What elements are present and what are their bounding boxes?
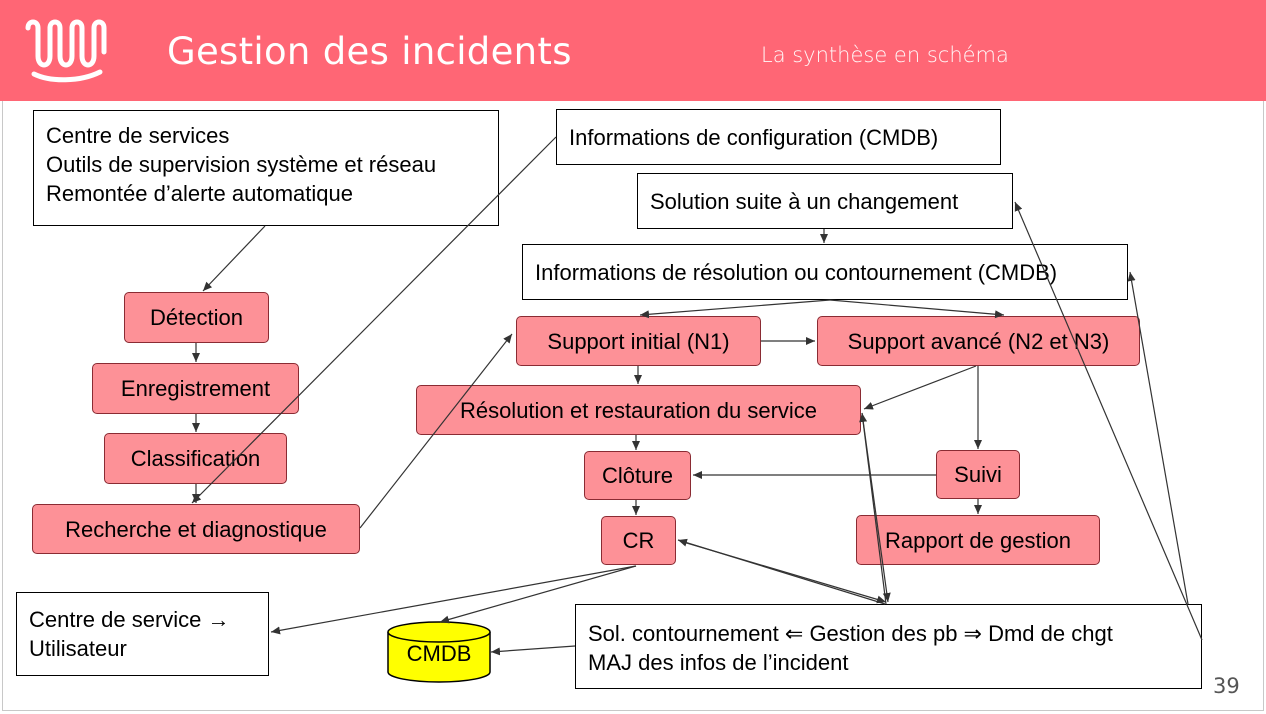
cmdb-cylinder-icon	[387, 621, 491, 683]
centre-utilisateur-line-1: Centre de service →	[29, 607, 230, 632]
rapport-label: Rapport de gestion	[885, 527, 1071, 553]
support-n2n3-box: Support avancé (N2 et N3)	[817, 316, 1140, 366]
cr-box: CR	[601, 516, 676, 565]
resolution-info-box: Informations de résolution ou contournem…	[522, 244, 1128, 300]
cloture-label: Clôture	[602, 463, 673, 488]
detection-label: Détection	[150, 305, 243, 330]
recherche-label: Recherche et diagnostique	[65, 516, 327, 542]
arrow-resolution-sol	[861, 412, 891, 603]
centre-utilisateur-box: Centre de service → Utilisateur	[16, 592, 269, 676]
arrow-resolution-info-n1	[639, 299, 831, 319]
centre-utilisateur-line-2: Utilisateur	[29, 636, 127, 661]
arrow-n2n3-resolution	[863, 365, 977, 410]
sources-box: Centre de services Outils de supervision…	[33, 110, 499, 226]
page-subtitle: La synthèse en schéma	[761, 43, 1009, 67]
suivi-box: Suivi	[936, 450, 1020, 499]
suivi-label: Suivi	[954, 462, 1002, 487]
resolution-info-label: Informations de résolution ou contournem…	[535, 259, 1058, 285]
classification-label: Classification	[130, 446, 261, 471]
arrow-sol-solution-change	[1014, 201, 1203, 641]
arrow-cr-centre	[270, 565, 637, 635]
cmdb-label: CMDB	[406, 641, 472, 666]
cloture-box: Clôture	[584, 451, 691, 500]
cr-label: CR	[622, 528, 655, 553]
solution-change-label: Solution suite à un changement	[650, 188, 959, 214]
arrow-recherche-support-n1	[359, 333, 513, 529]
recherche-box: Recherche et diagnostique	[32, 504, 360, 554]
support-n1-label: Support initial (N1)	[547, 328, 730, 354]
arrow-sources-detection	[202, 225, 266, 292]
slide-frame	[2, 101, 1264, 711]
sources-line-1: Centre de services	[46, 123, 230, 148]
page-title: Gestion des incidents	[167, 30, 572, 73]
sources-line-2: Outils de supervision système et réseau	[46, 152, 437, 177]
solution-change-box: Solution suite à un changement	[637, 173, 1013, 229]
support-n1-box: Support initial (N1)	[516, 316, 761, 366]
solution-contournement-line-2: MAJ des infos de l’incident	[588, 650, 849, 675]
resolution-box: Résolution et restauration du service	[416, 385, 861, 435]
rapport-box: Rapport de gestion	[856, 515, 1100, 565]
classification-box: Classification	[104, 433, 287, 484]
solution-contournement-line-1: Sol. contournement ⇐ Gestion des pb ⇒ Dm…	[588, 621, 1113, 646]
page-number: 39	[1213, 674, 1240, 698]
arrow-sol-cmdb	[490, 645, 576, 656]
arrow-cr-cmdb	[439, 565, 637, 624]
arrow-cr-sol	[679, 540, 887, 604]
resolution-label: Résolution et restauration du service	[459, 397, 818, 423]
wave-logo-icon	[25, 19, 107, 83]
arrow-config-recherche	[191, 136, 557, 504]
detection-box: Détection	[124, 292, 269, 343]
arrow-resolution-info-n2n3	[829, 299, 1005, 319]
arrow-sol-resolution-info	[1127, 271, 1189, 605]
config-info-box: Informations de configuration (CMDB)	[556, 109, 1001, 165]
sources-line-3: Remontée d’alerte automatique	[46, 181, 353, 206]
enregistrement-label: Enregistrement	[120, 376, 271, 401]
solution-contournement-box: Sol. contournement ⇐ Gestion des pb ⇒ Dm…	[575, 604, 1202, 689]
header-bar: Gestion des incidents La synthèse en sch…	[0, 0, 1266, 101]
enregistrement-box: Enregistrement	[92, 363, 299, 414]
support-n2n3-label: Support avancé (N2 et N3)	[847, 328, 1110, 354]
config-info-label: Informations de configuration (CMDB)	[569, 124, 939, 150]
